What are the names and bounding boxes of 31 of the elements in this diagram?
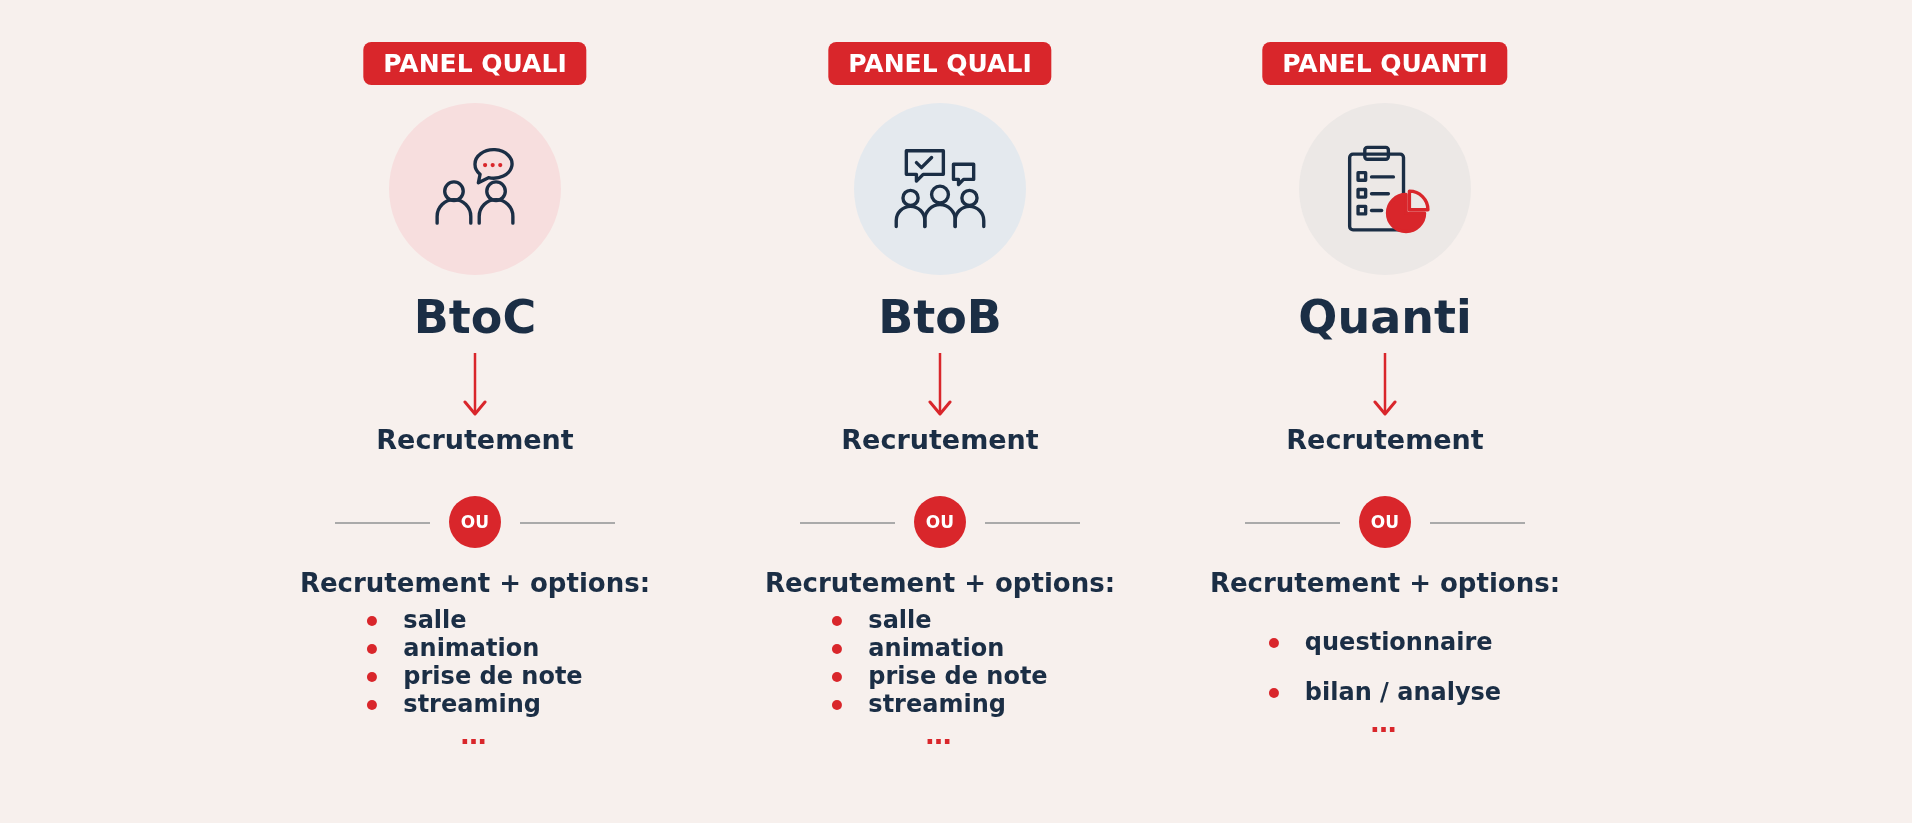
list-heading: Recrutement + options:	[764, 568, 1116, 598]
category-title: BtoC	[413, 285, 537, 349]
bullet-item: animation	[832, 634, 1005, 662]
bullet-item: prise de note	[367, 662, 583, 690]
bullet-item: salle	[832, 606, 932, 634]
list-heading: Recrutement + options:	[1209, 568, 1561, 598]
list-heading: Recrutement + options:	[299, 568, 651, 598]
step-label: Recrutement	[376, 418, 574, 462]
category-title: Quanti	[1298, 285, 1472, 349]
panel-badge: PANEL QUALI	[363, 42, 587, 85]
bullet-item: animation	[367, 634, 540, 662]
panel-badge: PANEL QUANTI	[1262, 42, 1508, 85]
or-badge: OU	[1359, 496, 1411, 548]
arrow	[463, 353, 487, 416]
bullet-item: prise de note	[832, 662, 1048, 690]
bullet-item: questionnaire	[1268, 628, 1493, 656]
ellipsis-text: …	[925, 720, 955, 750]
or-badge: OU	[449, 496, 501, 548]
category-title: BtoB	[878, 285, 1002, 349]
arrow	[928, 353, 952, 416]
panel-badge: PANEL QUALI	[828, 42, 1052, 85]
bullet-item: streaming	[832, 690, 1006, 718]
ellipsis-text: …	[460, 720, 490, 750]
bullet-item: salle	[367, 606, 467, 634]
step-label: Recrutement	[841, 418, 1039, 462]
bullet-item: bilan / analyse	[1268, 678, 1502, 706]
arrow	[1373, 353, 1397, 416]
ellipsis-text: …	[1370, 708, 1400, 738]
or-badge: OU	[914, 496, 966, 548]
step-label: Recrutement	[1286, 418, 1484, 462]
bullet-item: streaming	[367, 690, 541, 718]
